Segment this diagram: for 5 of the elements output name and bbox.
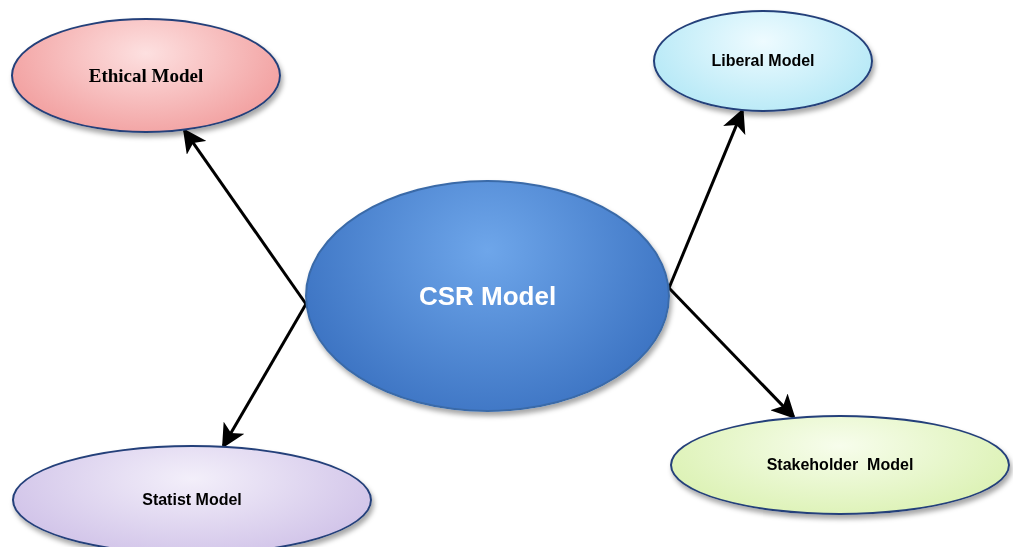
node-label: Ethical Model [88,64,204,87]
node-label: Stakeholder Model [766,456,914,474]
node-label: Statist Model [142,491,242,509]
node-label: CSR Model [418,280,557,312]
node-label: Liberal Model [711,52,815,70]
